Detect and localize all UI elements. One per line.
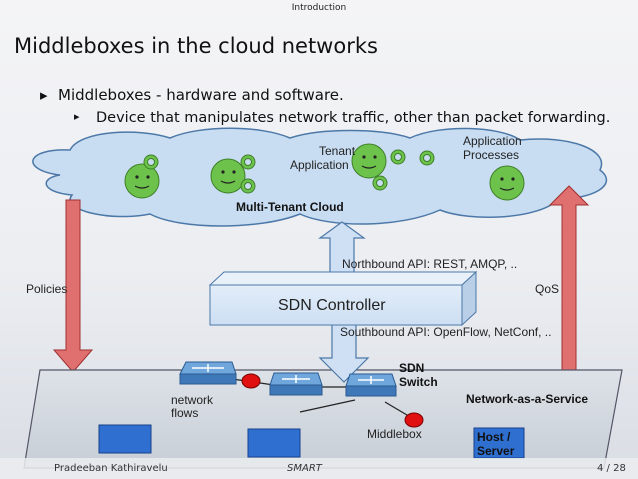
page-number: 4 / 28 [597,463,626,474]
policies-label: Policies [26,282,67,296]
sdn-switch-label-1: SDN [399,361,424,375]
bullet-level2: Device that manipulates network traffic,… [96,110,611,126]
app-processes-label-2: Processes [463,148,519,162]
middlebox-dot [241,373,261,389]
northbound-label: Northbound API: REST, AMQP, .. [342,257,517,271]
southbound-arrow [318,321,370,383]
process-rings [143,149,435,194]
sdn-switch-label-2: Switch [399,375,438,389]
network-flows-label-2: flows [171,406,198,420]
sdn-controller-label: SDN Controller [278,297,386,314]
tenant-smiley-2 [210,158,246,194]
slide-title: Middleboxes in the cloud networks [14,34,378,58]
host-label-1: Host / [477,430,511,444]
host-label-2: Server [477,444,515,458]
bullet-marker: ▸ [40,86,48,104]
cloud-label: Multi-Tenant Cloud [236,200,344,214]
tenant-label-1: Tenant [319,144,356,158]
multi-tenant-cloud [32,127,608,227]
footer-author: Pradeeban Kathiravelu [54,463,168,474]
qos-arrow [548,185,590,371]
naas-label: Network-as-a-Service [466,392,588,406]
sdn-switch-icon [179,361,237,385]
bullet-marker-sub: ▸ [74,110,80,123]
bullet-level1: Middleboxes - hardware and software. [58,86,344,104]
host-square [98,424,152,454]
policies-arrow [52,199,94,373]
footer-short-title: SMART [287,463,322,474]
middlebox-label: Middlebox [367,427,422,441]
sdn-switch-icon [345,373,397,397]
tenant-smiley-4 [489,165,525,201]
network-flows-label-1: network [171,393,214,407]
sdn-controller-box [208,270,478,327]
host-square [247,428,301,458]
tenant-label-2: Application [290,158,349,172]
middlebox-dot [404,412,424,428]
sdn-switch-icon [269,372,323,396]
host-server-box [473,427,525,459]
footer-bar [0,458,638,479]
section-header: Introduction [291,3,347,13]
southbound-label: Southbound API: OpenFlow, NetConf, .. [340,325,551,339]
app-processes-label-1: Application [463,134,522,148]
qos-label: QoS [535,282,559,296]
tenant-smiley-3 [351,143,387,179]
tenant-smiley-1 [124,163,160,199]
northbound-arrow [318,221,366,279]
